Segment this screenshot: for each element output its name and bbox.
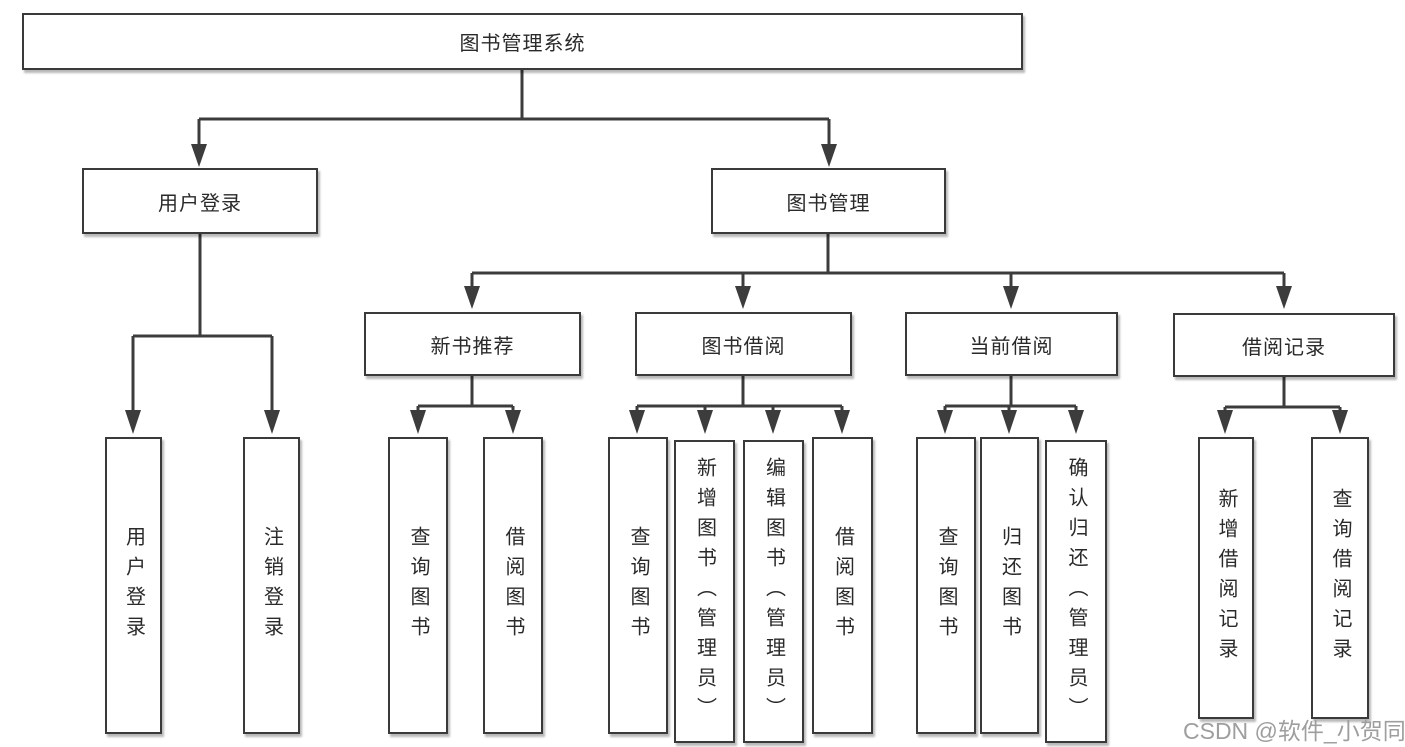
node-v-borrow-book-2-label: 借阅图书 [831,525,854,646]
arrowhead [1068,410,1084,434]
edge-book-mgmt-children [464,234,1292,309]
node-v-add-borrow-record-label: 新增借阅记录 [1215,488,1237,668]
node-v-query-book-3: 查询图书 [916,437,976,734]
node-v-edit-book-admin-label: 编辑图书（管理员） [762,456,785,727]
arrowhead [191,144,207,167]
node-borrow-records-label: 借阅记录 [1242,336,1326,359]
arrowhead [629,410,645,434]
node-borrow-records: 借阅记录 [1173,313,1395,377]
node-v-edit-book-admin: 编辑图书（管理员） [743,440,804,743]
edge-borrow-records-children [1217,377,1348,434]
arrowhead [264,410,280,434]
edge-current-borrow-children [937,376,1084,434]
arrowhead [821,144,837,167]
arrowhead [1001,410,1017,434]
node-v-logout-login: 注销登录 [243,437,300,734]
node-v-borrow-book-2: 借阅图书 [812,437,873,734]
node-v-confirm-return-admin-label: 确认归还（管理员） [1065,456,1087,727]
arrowhead [505,410,521,434]
node-v-return-book-label: 归还图书 [998,525,1021,646]
arrowhead [464,286,480,309]
node-v-add-book-admin-label: 新增图书（管理员） [693,456,716,727]
node-v-query-borrow-record-label: 查询借阅记录 [1329,488,1351,668]
node-v-query-borrow-record: 查询借阅记录 [1311,437,1369,719]
node-root: 图书管理系统 [22,13,1023,70]
node-root-label: 图书管理系统 [459,33,586,55]
node-v-borrow-book-1: 借阅图书 [483,437,543,734]
node-current-borrow-label: 当前借阅 [969,335,1054,358]
node-user-login: 用户登录 [82,168,318,234]
node-new-book-rec-label: 新书推荐 [430,335,515,358]
node-v-query-book-1-label: 查询图书 [407,525,429,646]
arrowhead [697,410,713,434]
arrowhead [1276,286,1292,309]
node-v-query-book-3-label: 查询图书 [935,525,957,646]
node-v-query-book-2: 查询图书 [608,437,668,734]
arrowhead [1003,286,1019,309]
arrowhead [765,410,781,434]
node-v-confirm-return-admin: 确认归还（管理员） [1045,440,1107,743]
arrowhead [937,410,953,434]
node-book-mgmt: 图书管理 [711,168,946,234]
node-book-mgmt-label: 图书管理 [786,192,871,215]
node-current-borrow: 当前借阅 [905,312,1118,376]
arrowhead [834,410,850,434]
arrowhead [410,410,426,434]
edge-root-children [191,70,837,167]
edge-user-login-children [125,234,280,434]
arrowhead [1332,410,1348,434]
node-v-query-book-1: 查询图书 [388,437,448,734]
node-new-book-rec: 新书推荐 [364,312,581,376]
node-v-add-book-admin: 新增图书（管理员） [674,440,735,743]
node-v-return-book: 归还图书 [980,437,1039,734]
node-v-query-book-2-label: 查询图书 [627,525,649,646]
arrowhead [1217,410,1233,434]
node-v-user-login: 用户登录 [105,437,162,734]
node-book-borrow-label: 图书借阅 [701,335,786,358]
node-user-login-label: 用户登录 [158,192,242,215]
edge-book-borrow-children [629,376,850,434]
node-book-borrow: 图书借阅 [635,312,852,376]
edge-new-book-rec-children [410,376,521,434]
csdn-watermark: CSDN @软件_小贺同学 [1183,718,1405,744]
arrowhead [735,286,751,309]
node-v-logout-login-label: 注销登录 [260,525,283,646]
node-v-user-login-label: 用户登录 [122,525,145,646]
node-v-add-borrow-record: 新增借阅记录 [1198,437,1254,719]
arrowhead [125,410,141,434]
node-v-borrow-book-1-label: 借阅图书 [502,525,524,646]
